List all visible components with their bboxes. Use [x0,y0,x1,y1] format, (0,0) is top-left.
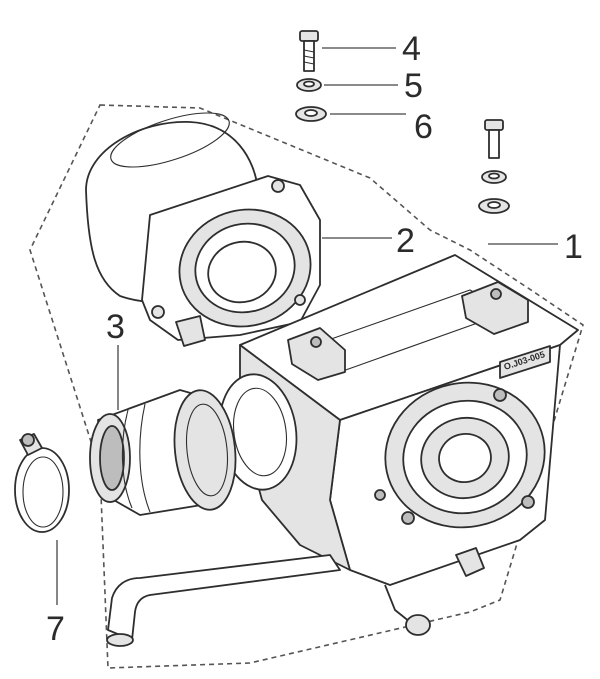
drain-tube [384,584,411,623]
filter-top-rim [110,112,230,168]
lid-clip-right [461,281,529,335]
side-outlet-ring-inner [232,387,288,477]
drain-tube-end [405,614,431,636]
flange-bolt-hole [294,294,306,306]
bolt-set-second [478,119,510,214]
callout-number-4: 4 [402,30,421,68]
clip-screw-icon [310,336,322,348]
hose-clamp-part-7 [14,433,70,533]
bolt-head [484,119,504,131]
filter-element-part-2 [85,112,321,347]
bolt-part-4 [299,30,319,72]
callout-number-6: 6 [414,108,433,146]
intake-bolt-icon [401,511,415,525]
breather-hose-end [106,633,134,647]
filter-opening-mesh [207,240,277,304]
clamp-band-inner [22,456,64,528]
flat-washer-hole [304,109,318,117]
breather-hose [106,554,341,647]
housing-name-plate [499,345,551,379]
flange-tab [175,315,206,347]
front-intake-bore [438,433,492,483]
clip-screw-icon [490,288,502,300]
lid-clip-left [287,327,346,381]
boot-small-end-bore [99,425,125,491]
boot-rib [121,409,133,509]
air-box-housing-part-1: O.J03-005 [218,254,579,636]
boot-large-end-inner [185,403,229,497]
drain-nipple [455,547,485,577]
intake-bolt-icon [521,495,535,509]
bolt-head [299,30,319,42]
callout-number-5: 5 [404,67,423,105]
boot-rib [139,403,151,513]
intake-bolt-icon [374,489,386,501]
flange-bolt-hole [151,305,165,319]
lock-washer-hole [488,172,500,180]
bolt-shank [488,129,500,159]
breather-hose-tube [107,554,341,641]
callout-number-3: 3 [106,308,125,346]
callout-number-7: 7 [46,610,65,648]
intake-boot-part-3 [89,389,237,516]
flange-bolt-hole [271,179,285,193]
housing-top-rib [339,314,501,373]
callout-number-1: 1 [564,228,583,266]
lock-washer-part-5 [296,78,322,92]
flat-washer-part-6 [295,106,327,122]
flat-washer-hole [487,201,501,209]
intake-bolt-icon [493,388,507,402]
lock-washer-hole [303,80,315,88]
callout-number-2: 2 [396,222,415,260]
bolt-thread-icon [303,49,315,65]
clamp-screw-icon [21,433,35,447]
